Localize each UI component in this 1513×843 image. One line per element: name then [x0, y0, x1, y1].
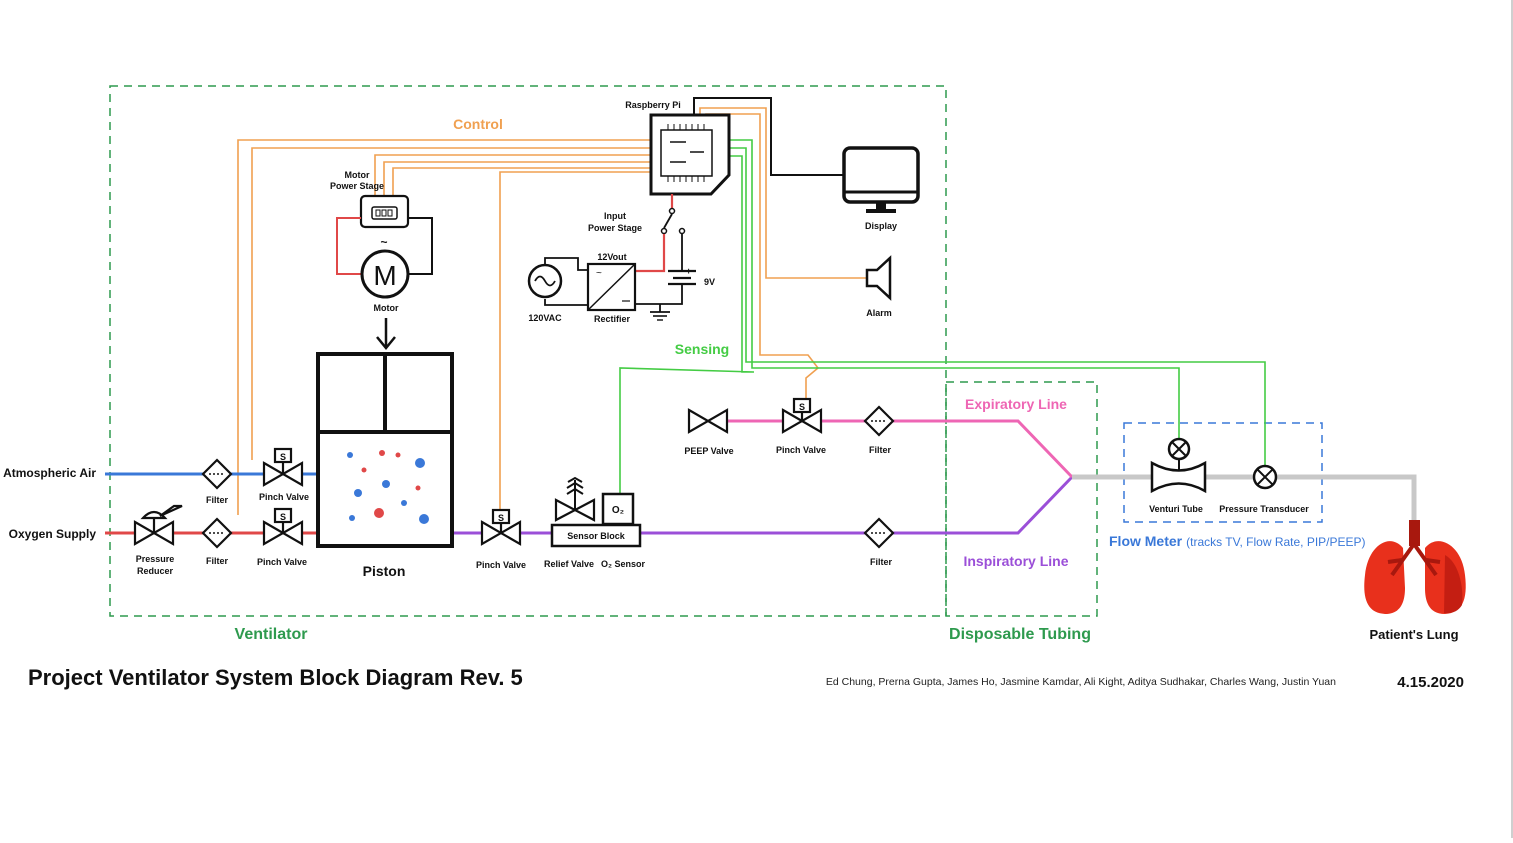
- ventilator-group-label: Ventilator: [235, 626, 308, 643]
- filter-label-oxygen: Filter: [206, 556, 229, 566]
- solenoid-label-mixed: S: [498, 513, 504, 523]
- peep-valve-icon: [687, 408, 729, 434]
- filter-label-inspiratory: Filter: [870, 557, 893, 567]
- venturi-tube-label: Venturi Tube: [1149, 504, 1203, 514]
- ventilator-group-box: [109, 85, 947, 617]
- input-power-stage-label-2: Power Stage: [588, 223, 642, 233]
- display-cable: [693, 97, 844, 176]
- battery-plus: +: [686, 266, 691, 276]
- solenoid-label-air: S: [280, 452, 286, 462]
- sensing-signal-label: Sensing: [675, 341, 729, 357]
- filter-icon-oxygen: [201, 517, 233, 549]
- svg-text:~: ~: [596, 268, 602, 279]
- motor-lead-black: [408, 217, 433, 275]
- pinch-valve-label-oxygen: Pinch Valve: [257, 557, 307, 567]
- pinch-valve-label-mixed: Pinch Valve: [476, 560, 526, 570]
- piston-particles: [347, 450, 429, 524]
- flow-meter-label: Flow Meter(tracks TV, Flow Rate, PIP/PEE…: [1109, 533, 1366, 549]
- pressure-reducer-label-1: Pressure: [136, 554, 175, 564]
- flow-meter-title: Flow Meter: [1109, 533, 1183, 549]
- venturi-tube-icon: [1150, 437, 1207, 494]
- filter-icon-inspiratory: [863, 517, 895, 549]
- atmospheric-air-label: Atmospheric Air: [3, 466, 96, 480]
- lung-icon: [1364, 520, 1466, 614]
- raspberry-pi-icon: [649, 113, 731, 196]
- expiratory-path: [714, 419, 1074, 479]
- patient-lung-label: Patient's Lung: [1369, 627, 1458, 642]
- motor-power-stage-label-2: Power Stage: [330, 181, 384, 191]
- disposable-group-label: Disposable Tubing: [949, 626, 1091, 643]
- battery-label: 9V: [704, 277, 715, 287]
- inspiratory-line-label: Inspiratory Line: [963, 553, 1068, 569]
- input-power-circuit: ~: [527, 194, 696, 321]
- pressure-reducer-label-2: Reducer: [137, 566, 174, 576]
- motor-symbol: M: [373, 260, 396, 291]
- motor-label: Motor: [374, 303, 399, 313]
- o2-symbol: O₂: [612, 505, 624, 516]
- revision-date: 4.15.2020: [1397, 674, 1464, 691]
- relief-valve-label: Relief Valve: [544, 559, 594, 569]
- rectifier-label: Rectifier: [594, 314, 631, 324]
- pressure-transducer-icon: [1252, 464, 1278, 490]
- motor-power-stage-label-1: Motor: [345, 170, 370, 180]
- motor-icon: [360, 249, 410, 299]
- solenoid-label-expiratory: S: [799, 402, 805, 412]
- pinch-valve-icon-oxygen: [262, 507, 304, 546]
- sensing-wires: [619, 139, 1266, 494]
- pressure-reducer-icon: [133, 504, 183, 546]
- motor-drive-arrowhead: [376, 336, 396, 350]
- input-power-stage-label-1: Input: [604, 211, 626, 221]
- authors-line: Ed Chung, Prerna Gupta, James Ho, Jasmin…: [826, 676, 1336, 688]
- page-edge: [1511, 0, 1513, 838]
- pinch-valve-icon-mixed: [480, 508, 522, 546]
- pinch-valve-label-air: Pinch Valve: [259, 492, 309, 502]
- motor-ac-glyph: ~: [380, 235, 387, 249]
- pinch-valve-icon-air: [262, 447, 304, 487]
- ac-source-label: 120VAC: [528, 313, 562, 323]
- flow-meter-group-box: [1123, 422, 1323, 523]
- rectifier-output-label: 12Vout: [597, 252, 626, 262]
- sensor-block-label: Sensor Block: [567, 531, 626, 541]
- piston-label: Piston: [363, 563, 406, 579]
- control-wires: [237, 107, 866, 517]
- alarm-icon: [865, 255, 892, 301]
- pressure-transducer-label: Pressure Transducer: [1219, 504, 1309, 514]
- inspiratory-path: [640, 475, 1074, 535]
- raspberry-pi-label: Raspberry Pi: [625, 100, 681, 110]
- display-label: Display: [865, 221, 897, 231]
- filter-label-expiratory: Filter: [869, 445, 892, 455]
- solenoid-label-oxygen: S: [280, 512, 286, 522]
- filter-icon-air: [201, 458, 233, 490]
- disposable-group-box: [945, 381, 1098, 617]
- control-signal-label: Control: [453, 116, 503, 132]
- diagram-title: Project Ventilator System Block Diagram …: [28, 665, 523, 690]
- alarm-label: Alarm: [866, 308, 892, 318]
- oxygen-supply-label: Oxygen Supply: [9, 527, 97, 541]
- sensor-block-icon: [550, 476, 642, 548]
- piston-icon: [316, 352, 454, 548]
- flow-meter-note: (tracks TV, Flow Rate, PIP/PEEP): [1186, 535, 1365, 549]
- pinch-valve-icon-expiratory: [781, 397, 823, 434]
- o2-sensor-label: O₂ Sensor: [601, 559, 646, 569]
- peep-valve-label: PEEP Valve: [684, 446, 733, 456]
- expiratory-line-label: Expiratory Line: [965, 396, 1067, 412]
- motor-lead-red: [336, 217, 362, 275]
- filter-label-air: Filter: [206, 495, 229, 505]
- display-icon: [842, 146, 920, 213]
- filter-icon-expiratory: [863, 405, 895, 437]
- pinch-valve-label-expiratory: Pinch Valve: [776, 445, 826, 455]
- motor-power-stage-icon: [359, 194, 410, 229]
